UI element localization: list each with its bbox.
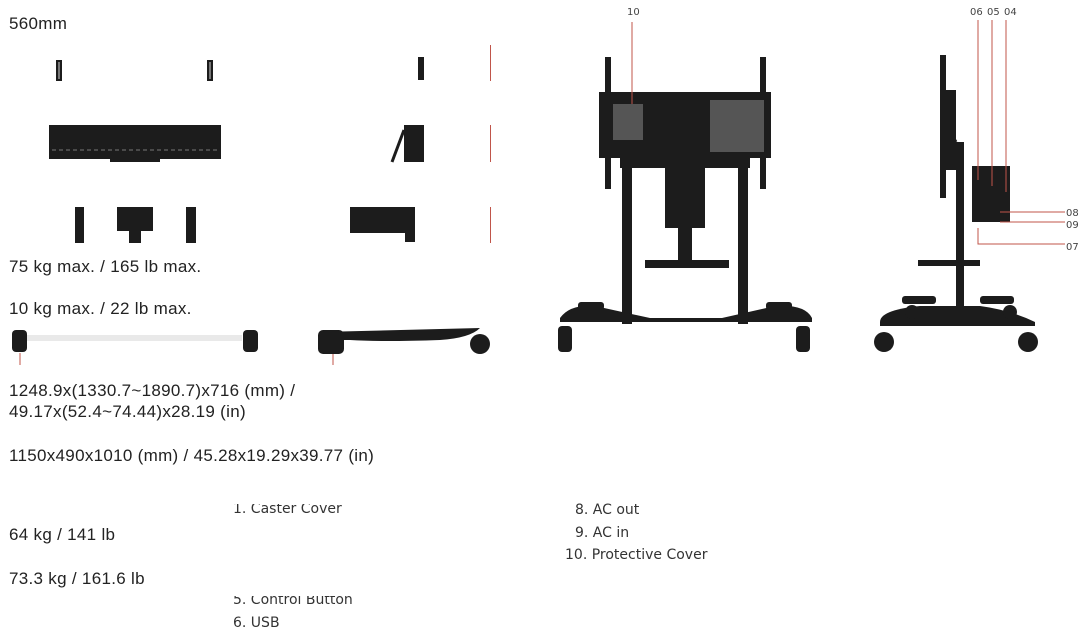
part-item: 8. AC out (575, 502, 640, 518)
parts-list-left-mid-clip: 5. Control Button (233, 596, 433, 611)
reference-line (490, 207, 491, 243)
width-label: 560mm (9, 14, 68, 33)
stand-front-view (558, 22, 812, 352)
parts-list-right: 8. AC out 9. AC in 10. Protective Cover (565, 499, 707, 567)
callout-side-08: 08 (1066, 208, 1079, 219)
reference-line (490, 45, 491, 81)
part-item: 9. AC in (575, 524, 630, 541)
max-load-display: 75 kg max. / 165 lb max. (9, 257, 202, 276)
gross-weight: 73.3 kg / 161.6 lb (9, 569, 145, 588)
callout-side-06: 06 (970, 7, 983, 18)
part-item: 6. USB (233, 615, 280, 631)
parts-list-left-bottom: 6. USB (233, 612, 280, 635)
stand-side-view (874, 20, 1065, 352)
reference-line (490, 125, 491, 162)
parts-list-left-top-clip: 1. Caster Cover (233, 504, 433, 516)
callout-side-07: 07 (1066, 242, 1079, 253)
callout-side-09: 09 (1066, 220, 1079, 231)
callout-front-top: 10 (627, 7, 640, 18)
max-load-shelf: 10 kg max. / 22 lb max. (9, 299, 192, 318)
part-item: 5. Control Button (233, 596, 353, 608)
product-dimensions: 1248.9x(1330.7~1890.7)x716 (mm) / 49.17x… (9, 381, 296, 421)
net-weight: 64 kg / 141 lb (9, 525, 116, 544)
base-front-drawing (12, 330, 258, 365)
callout-side-04: 04 (1004, 7, 1017, 18)
top-view-drawing (49, 57, 424, 243)
package-dimensions: 1150x490x1010 (mm) / 45.28x19.29x39.77 (… (9, 446, 375, 465)
base-side-drawing (318, 328, 490, 365)
callout-side-05: 05 (987, 7, 1000, 18)
part-item: 10. Protective Cover (565, 547, 708, 563)
part-item: 1. Caster Cover (233, 504, 342, 516)
